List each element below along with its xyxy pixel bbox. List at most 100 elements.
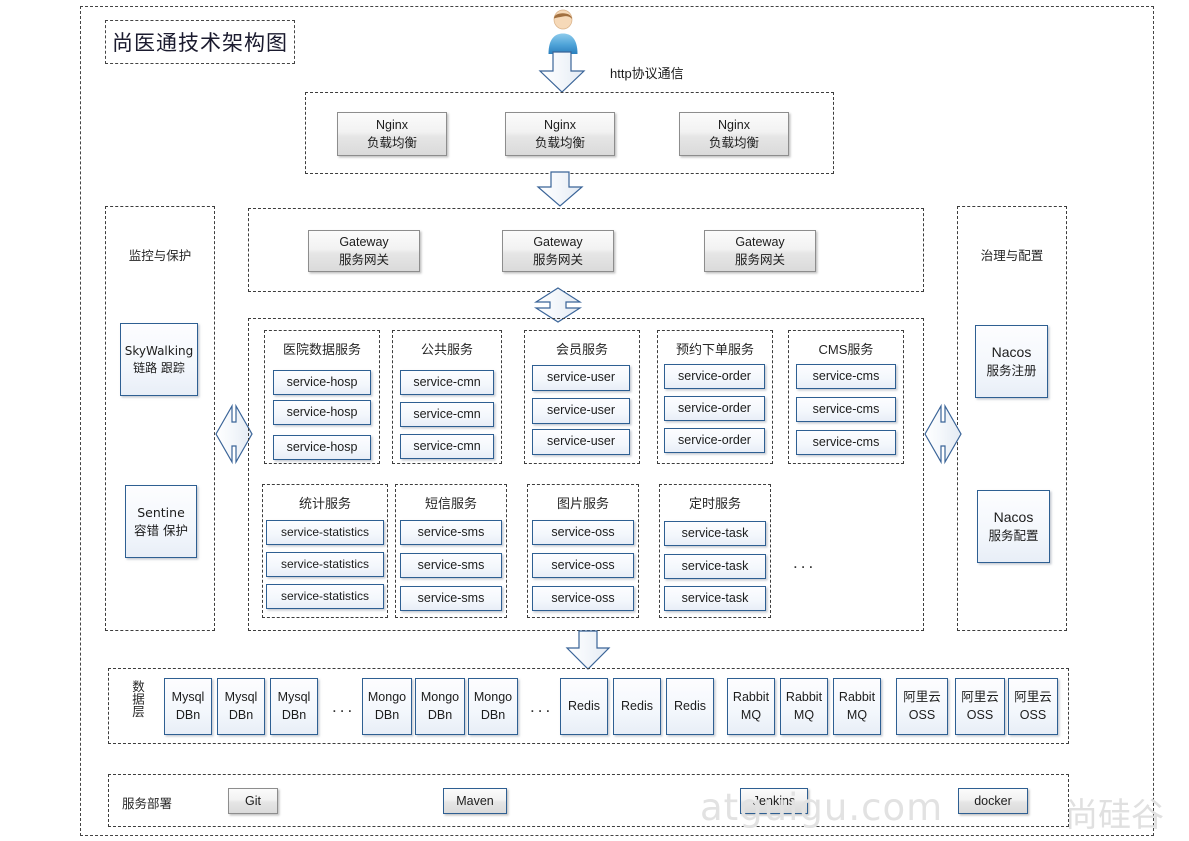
skywalking-line1: SkyWalking <box>124 343 194 358</box>
service-group-user: 会员服务 <box>524 330 640 464</box>
service-instance-label: service-statistics <box>280 589 369 604</box>
data-node-line2: MQ <box>793 707 815 722</box>
service-group-cms-title: CMS服务 <box>818 342 874 357</box>
service-instance-user-2[interactable]: service-user <box>532 398 630 424</box>
deploy-group <box>108 774 1069 827</box>
nacos-config-node[interactable]: Nacos 服务配置 <box>977 490 1050 563</box>
service-group-task-title: 定时服务 <box>688 496 741 511</box>
monitoring-panel-label: 监控与保护 <box>128 248 192 263</box>
service-group-cmn: 公共服务 <box>392 330 502 464</box>
nacos-registry-node[interactable]: Nacos 服务注册 <box>975 325 1048 398</box>
service-instance-label: service-sms <box>417 524 485 539</box>
service-instance-user-1[interactable]: service-user <box>532 365 630 391</box>
service-instance-cms-3[interactable]: service-cms <box>796 430 896 455</box>
deploy-tool-git[interactable]: Git <box>228 788 278 814</box>
service-instance-oss-3[interactable]: service-oss <box>532 586 634 611</box>
data-node-line2: OSS <box>966 707 994 722</box>
skywalking-node[interactable]: SkyWalking 链路 跟踪 <box>120 323 198 396</box>
gateway-node-1[interactable]: Gateway 服务网关 <box>308 230 420 272</box>
data-node-line2: DBn <box>175 707 201 722</box>
deploy-tool-maven[interactable]: Maven <box>443 788 507 814</box>
data-node-rabbitmq-1[interactable]: Rabbit MQ <box>727 678 775 735</box>
nginx-node-2[interactable]: Nginx 负载均衡 <box>505 112 615 156</box>
nacos-config-line2: 服务配置 <box>988 528 1039 543</box>
arrow-user-to-nginx <box>538 51 586 93</box>
gateway-node-3[interactable]: Gateway 服务网关 <box>704 230 816 272</box>
service-instance-oss-2[interactable]: service-oss <box>532 553 634 578</box>
service-instance-sms-1[interactable]: service-sms <box>400 520 502 545</box>
data-node-redis-2[interactable]: Redis <box>613 678 661 735</box>
gateway-node-2[interactable]: Gateway 服务网关 <box>502 230 614 272</box>
service-instance-label: service-user <box>546 370 616 385</box>
nginx-node-1[interactable]: Nginx 负载均衡 <box>337 112 447 156</box>
service-instance-statistics-3[interactable]: service-statistics <box>266 584 384 609</box>
deploy-tool-label: docker <box>974 793 1012 808</box>
data-node-mysql-3[interactable]: Mysql DBn <box>270 678 318 735</box>
service-group-statistics: 统计服务 <box>262 484 388 618</box>
governance-panel-label: 治理与配置 <box>980 248 1044 263</box>
service-group-order-title: 预约下单服务 <box>675 342 754 357</box>
data-ellipsis-1: ... <box>332 697 356 716</box>
data-node-mysql-1[interactable]: Mysql DBn <box>164 678 212 735</box>
arrow-services-to-data <box>565 630 611 670</box>
governance-panel <box>957 206 1067 631</box>
service-instance-task-1[interactable]: service-task <box>664 521 766 546</box>
service-instance-label: service-order <box>678 432 751 447</box>
sentinel-node[interactable]: Sentine 容错 保护 <box>125 485 197 558</box>
service-instance-order-2[interactable]: service-order <box>664 396 765 421</box>
service-instance-task-2[interactable]: service-task <box>664 554 766 579</box>
service-instance-task-3[interactable]: service-task <box>664 586 766 611</box>
data-node-line2: OSS <box>1019 707 1047 722</box>
service-instance-label: service-cmn <box>413 374 481 389</box>
service-instance-oss-1[interactable]: service-oss <box>532 520 634 545</box>
deploy-tool-jenkins[interactable]: Jenkins <box>740 788 808 814</box>
data-node-line1: Mysql <box>224 690 258 704</box>
data-node-line1: Rabbit <box>838 690 876 704</box>
data-node-line1: Mongo <box>420 690 460 704</box>
data-ellipsis-2: ... <box>530 697 554 716</box>
deploy-tool-docker[interactable]: docker <box>958 788 1028 814</box>
data-node-mongo-3[interactable]: Mongo DBn <box>468 678 518 735</box>
data-node-redis-1[interactable]: Redis <box>560 678 608 735</box>
service-instance-order-1[interactable]: service-order <box>664 364 765 389</box>
service-instance-label: service-cms <box>812 401 880 416</box>
service-instance-label: service-hosp <box>286 404 358 419</box>
data-node-mysql-2[interactable]: Mysql DBn <box>217 678 265 735</box>
data-node-line2: DBn <box>427 707 453 722</box>
service-group-order: 预约下单服务 <box>657 330 773 464</box>
service-instance-user-3[interactable]: service-user <box>532 429 630 455</box>
service-instance-label: service-cmn <box>413 438 481 453</box>
nginx-node-3[interactable]: Nginx 负载均衡 <box>679 112 789 156</box>
service-group-hosp: 医院数据服务 <box>264 330 380 464</box>
service-instance-sms-2[interactable]: service-sms <box>400 553 502 578</box>
data-node-rabbitmq-3[interactable]: Rabbit MQ <box>833 678 881 735</box>
service-instance-statistics-1[interactable]: service-statistics <box>266 520 384 545</box>
data-node-aliyun-oss-1[interactable]: 阿里云 OSS <box>896 678 948 735</box>
user-avatar-icon <box>540 8 586 56</box>
data-node-rabbitmq-2[interactable]: Rabbit MQ <box>780 678 828 735</box>
service-instance-cms-1[interactable]: service-cms <box>796 364 896 389</box>
service-instance-cms-2[interactable]: service-cms <box>796 397 896 422</box>
gateway-node-2-line2: 服务网关 <box>532 253 583 267</box>
service-instance-cmn-3[interactable]: service-cmn <box>400 434 494 459</box>
service-group-oss-title: 图片服务 <box>556 496 609 511</box>
service-instance-statistics-2[interactable]: service-statistics <box>266 552 384 577</box>
service-group-cms: CMS服务 <box>788 330 904 464</box>
service-instance-hosp-2[interactable]: service-hosp <box>273 400 371 425</box>
deploy-tool-label: Maven <box>456 793 494 808</box>
gateway-group <box>248 208 924 292</box>
data-node-mongo-2[interactable]: Mongo DBn <box>415 678 465 735</box>
service-instance-cmn-2[interactable]: service-cmn <box>400 402 494 427</box>
service-instance-sms-3[interactable]: service-sms <box>400 586 502 611</box>
data-node-aliyun-oss-3[interactable]: 阿里云 OSS <box>1008 678 1058 735</box>
service-instance-cmn-1[interactable]: service-cmn <box>400 370 494 395</box>
service-instance-hosp-3[interactable]: service-hosp <box>273 435 371 460</box>
outer-frame <box>80 6 1154 836</box>
data-node-mongo-1[interactable]: Mongo DBn <box>362 678 412 735</box>
data-node-redis-3[interactable]: Redis <box>666 678 714 735</box>
gateway-node-2-line1: Gateway <box>533 234 583 249</box>
service-instance-order-3[interactable]: service-order <box>664 428 765 453</box>
service-instance-hosp-1[interactable]: service-hosp <box>273 370 371 395</box>
data-node-aliyun-oss-2[interactable]: 阿里云 OSS <box>955 678 1005 735</box>
